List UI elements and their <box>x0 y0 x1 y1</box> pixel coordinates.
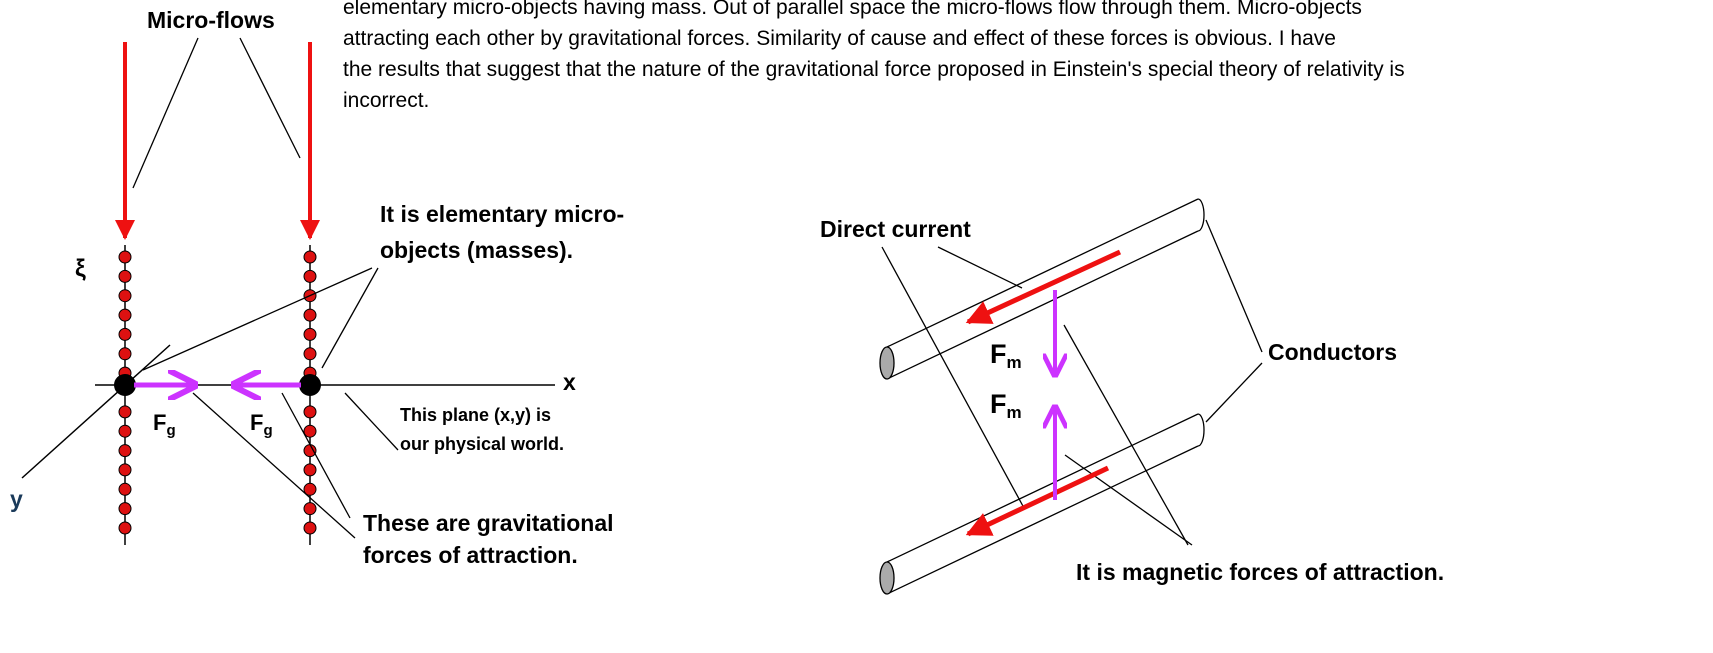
magnetic-leader-2 <box>1064 454 1193 546</box>
mass-right <box>299 374 321 396</box>
gravity-label-line-2: forces of attraction. <box>363 542 578 568</box>
direct-current-label: Direct current <box>820 216 971 242</box>
fg-label-right: Fg <box>250 410 273 439</box>
y-axis-label: y <box>10 486 23 512</box>
bead-left <box>118 269 132 283</box>
fm-label-bottom: Fm <box>990 389 1022 422</box>
direct-current-leader-2 <box>881 246 1025 509</box>
bead-left <box>118 347 132 361</box>
plane-label-line-2: our physical world. <box>400 434 564 454</box>
micro-objects-leader-right <box>321 267 379 369</box>
micro-objects-label-line-1: It is elementary micro- <box>380 201 624 227</box>
intro-line-1: elementary micro-objects having mass. Ou… <box>343 0 1362 19</box>
bead-left <box>118 424 132 438</box>
micro-flows-label: Micro-flows <box>147 7 275 33</box>
gravity-leader-2 <box>281 392 351 519</box>
bead-left <box>118 444 132 458</box>
bead-right <box>303 424 317 438</box>
conductors-leader-2 <box>1205 362 1263 423</box>
bead-left <box>118 482 132 496</box>
fm-label-top: Fm <box>990 339 1022 372</box>
conductor-bottom <box>879 413 1205 595</box>
conductor-top <box>879 198 1205 380</box>
bead-right <box>303 308 317 322</box>
intro-paragraph: elementary micro-objects having mass. Ou… <box>343 0 1583 116</box>
bead-right <box>303 463 317 477</box>
bead-left <box>118 463 132 477</box>
current-arrow-top <box>965 249 1122 325</box>
fg-subscript-left: g <box>166 422 175 439</box>
bead-right <box>303 269 317 283</box>
gravity-leader-1 <box>192 392 356 539</box>
bead-right <box>303 327 317 341</box>
bead-right <box>303 347 317 361</box>
fg-subscript-right: g <box>263 422 272 439</box>
micro-objects-label-line-2: objects (masses). <box>380 237 573 263</box>
bead-left <box>118 405 132 419</box>
y-axis <box>21 344 171 479</box>
x-axis-label: x <box>563 369 576 395</box>
right-figure: Direct current Conductors Fm <box>820 198 1444 595</box>
fm-symbol-top: F <box>990 339 1007 369</box>
bead-right <box>303 482 317 496</box>
current-arrow-bottom <box>965 465 1110 537</box>
plane-label-line-1: This plane (x,y) is <box>400 405 551 425</box>
bead-right <box>303 502 317 516</box>
intro-line-2: attracting each other by gravitational f… <box>343 27 1336 50</box>
fg-label-left: Fg <box>153 410 176 439</box>
micro-flows-leader-right <box>239 37 301 159</box>
bead-column-left <box>118 250 132 535</box>
bead-right <box>303 444 317 458</box>
bead-right <box>303 405 317 419</box>
bead-column-right <box>303 250 317 535</box>
bead-left <box>118 289 132 303</box>
bead-left <box>118 521 132 535</box>
intro-line-4: incorrect. <box>343 89 430 112</box>
mass-left <box>114 374 136 396</box>
micro-objects-leader-left <box>142 267 373 371</box>
magnetic-label: It is magnetic forces of attraction. <box>1076 559 1444 585</box>
intro-line-3: the results that suggest that the nature… <box>343 58 1405 81</box>
bead-left <box>118 502 132 516</box>
conductors-leader-1 <box>1205 219 1263 353</box>
gravity-label-line-1: These are gravitational <box>363 510 614 536</box>
micro-flows-leader-left <box>132 37 199 189</box>
bead-left <box>118 250 132 264</box>
fm-subscript-bottom: m <box>1007 403 1022 422</box>
fm-symbol-bottom: F <box>990 389 1007 419</box>
direct-current-leader-1 <box>937 246 1023 289</box>
fm-subscript-top: m <box>1007 353 1022 372</box>
conductors-label: Conductors <box>1268 339 1397 365</box>
magnetic-leader-1 <box>1063 324 1189 546</box>
bead-right <box>303 250 317 264</box>
left-figure: Micro-flows ξ x y It is elementary micro… <box>10 7 624 568</box>
plane-leader <box>344 392 399 451</box>
xi-axis-label: ξ <box>75 255 86 282</box>
fg-symbol-right: F <box>250 410 263 435</box>
bead-left <box>118 327 132 341</box>
bead-left <box>118 308 132 322</box>
bead-right <box>303 521 317 535</box>
fg-symbol-left: F <box>153 410 166 435</box>
